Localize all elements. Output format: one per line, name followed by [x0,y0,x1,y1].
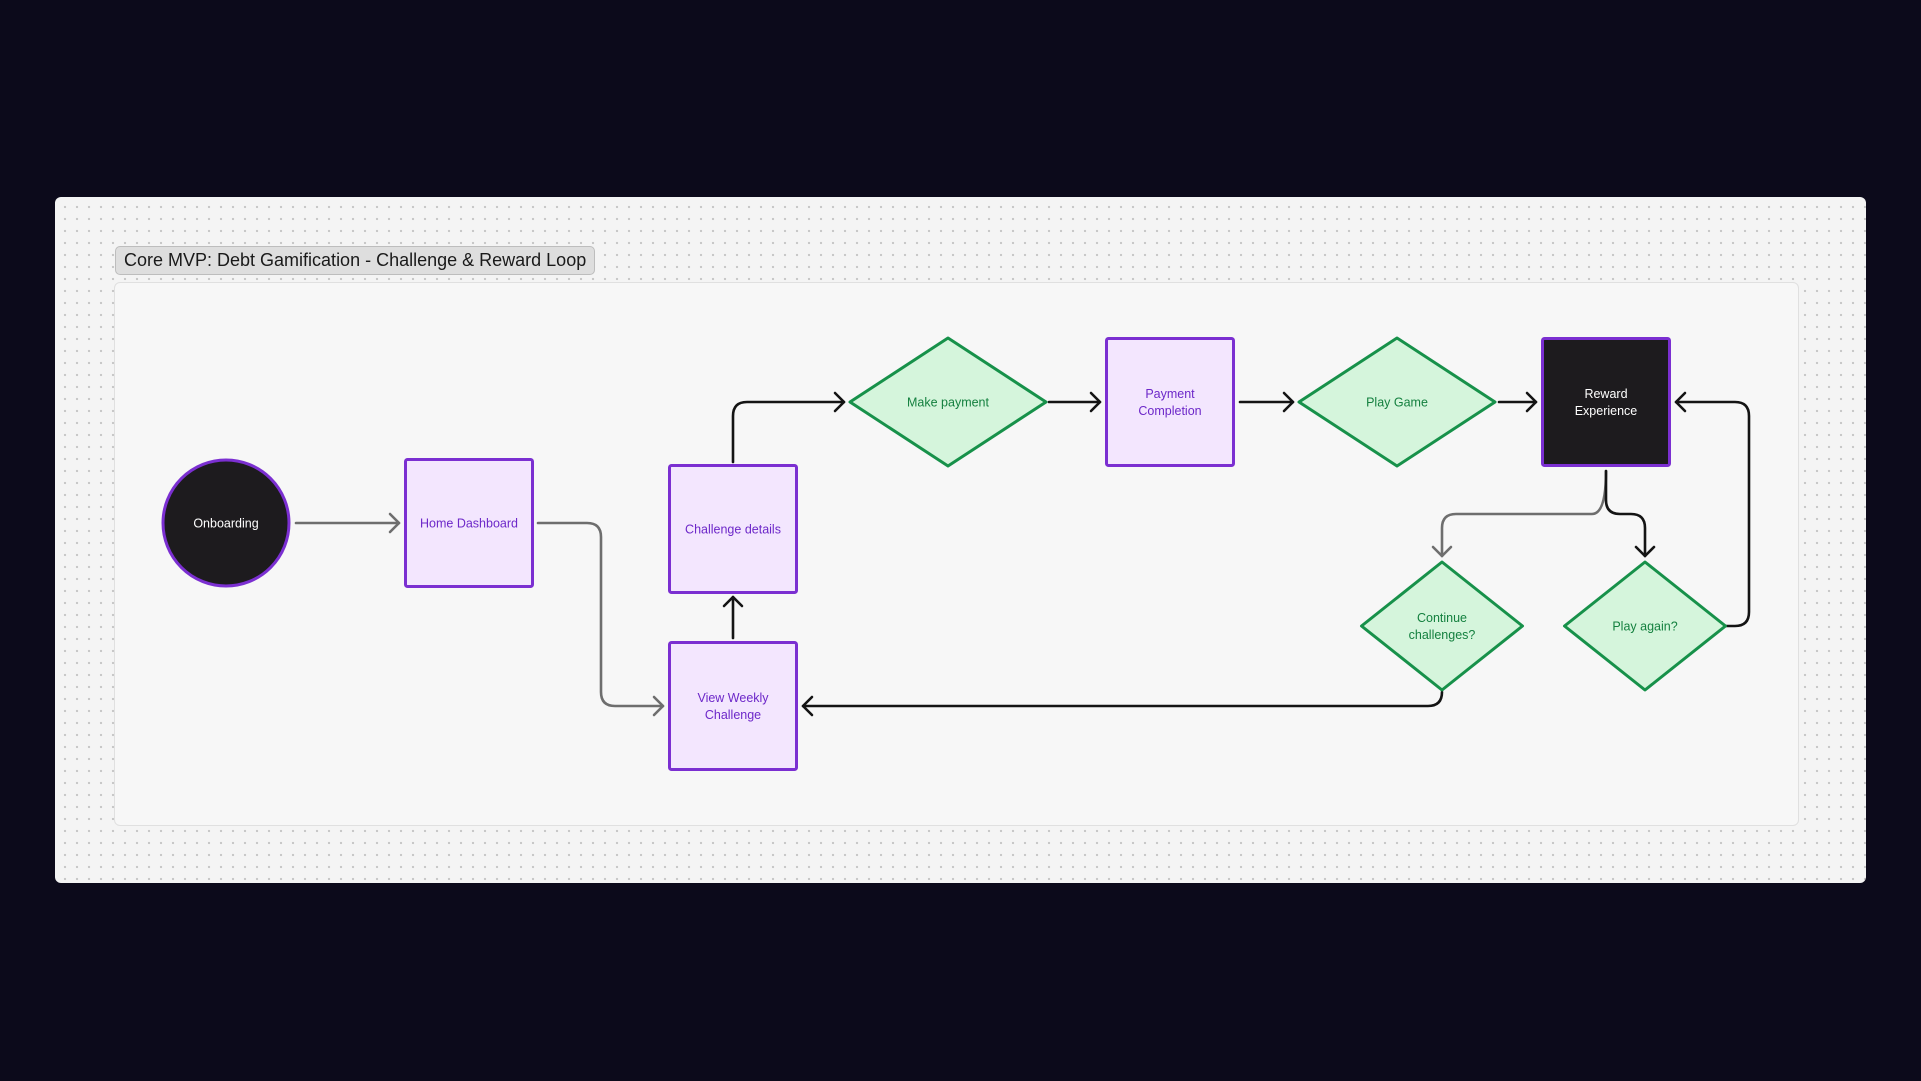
connector-reward-experience-to-continue-challenges[interactable] [1431,469,1608,558]
node-continue-challenges[interactable]: Continue challenges? [1360,560,1524,692]
node-challenge-details[interactable]: Challenge details [668,464,798,594]
connector-line [1440,469,1608,558]
node-make-payment-shape [848,336,1048,468]
node-view-weekly-challenge-label-line: Challenge [705,708,761,722]
arrowhead [833,391,846,413]
node-view-weekly-challenge-label-line: View Weekly [697,691,769,705]
connector-play-game-to-reward-experience[interactable] [1497,391,1538,413]
connector-line [1674,400,1751,628]
node-play-again-label-line: Play again? [1612,620,1677,634]
node-challenge-details-label-line: Challenge details [685,523,781,537]
nodes-layer: Onboarding Home Dashboard Challenge detail… [161,336,1727,771]
arrowhead [801,695,814,717]
connector-view-weekly-challenge-to-challenge-details[interactable] [722,595,744,640]
connector-onboarding-to-home-dashboard[interactable] [294,512,401,534]
node-reward-experience-label-line: Reward [1584,387,1627,401]
connector-line [731,400,846,464]
node-challenge-details-label: Challenge details [685,523,781,537]
node-home-dashboard[interactable]: Home Dashboard [404,458,534,588]
arrowhead [1431,545,1453,558]
node-onboarding[interactable]: Onboarding [161,458,291,588]
node-home-dashboard-label: Home Dashboard [420,517,518,531]
node-play-game[interactable]: Play Game [1297,336,1497,468]
node-continue-challenges-label: Continue challenges? [1409,611,1476,642]
node-continue-challenges-shape [1360,560,1524,692]
connector-play-again-to-reward-experience[interactable] [1674,391,1751,628]
connector-continue-challenges-to-view-weekly-challenge[interactable] [801,690,1444,717]
node-reward-experience-shape [1541,337,1671,467]
node-play-game-shape [1297,336,1497,468]
node-payment-completion-label-line: Payment [1145,387,1195,401]
node-play-game-label: Play Game [1366,396,1428,410]
node-play-again-shape [1563,560,1727,692]
connector-line [536,521,665,708]
node-make-payment[interactable]: Make payment [848,336,1048,468]
node-reward-experience-label-line: Experience [1575,404,1638,418]
node-payment-completion-shape [1105,337,1235,467]
node-continue-challenges-label-line: Continue [1417,611,1467,625]
node-onboarding-shape [161,458,291,588]
node-make-payment-label-line: Make payment [907,396,990,410]
node-home-dashboard-shape [404,458,534,588]
arrowhead [1089,391,1102,413]
node-play-game-label-line: Play Game [1366,396,1428,410]
connector-line [1604,469,1647,558]
connector-reward-experience-to-play-again[interactable] [1604,469,1656,558]
section-title[interactable]: Core MVP: Debt Gamification - Challenge … [115,246,596,275]
arrowhead [722,595,744,608]
node-make-payment-label: Make payment [907,396,990,410]
arrowhead [388,512,401,534]
connector-payment-completion-to-play-game[interactable] [1238,391,1295,413]
arrowhead [1634,545,1656,558]
node-onboarding-label-line: Onboarding [193,517,258,531]
connector-challenge-details-to-make-payment[interactable] [731,391,846,464]
connector-line [801,690,1444,708]
connector-make-payment-to-payment-completion[interactable] [1047,391,1102,413]
node-play-again-label: Play again? [1612,620,1677,634]
arrowhead [1282,391,1295,413]
connector-home-dashboard-to-view-weekly-challenge[interactable] [536,521,665,717]
arrowhead [1674,391,1687,413]
connectors-layer [294,391,1751,717]
node-onboarding-label: Onboarding [193,517,258,531]
node-payment-completion-label-line: Completion [1138,404,1201,418]
node-challenge-details-shape [668,464,798,594]
arrowhead [1525,391,1538,413]
node-home-dashboard-label-line: Home Dashboard [420,517,518,531]
node-continue-challenges-label-line: challenges? [1409,628,1476,642]
node-play-again[interactable]: Play again? [1563,560,1727,692]
arrowhead [652,695,665,717]
node-view-weekly-challenge-shape [668,641,798,771]
